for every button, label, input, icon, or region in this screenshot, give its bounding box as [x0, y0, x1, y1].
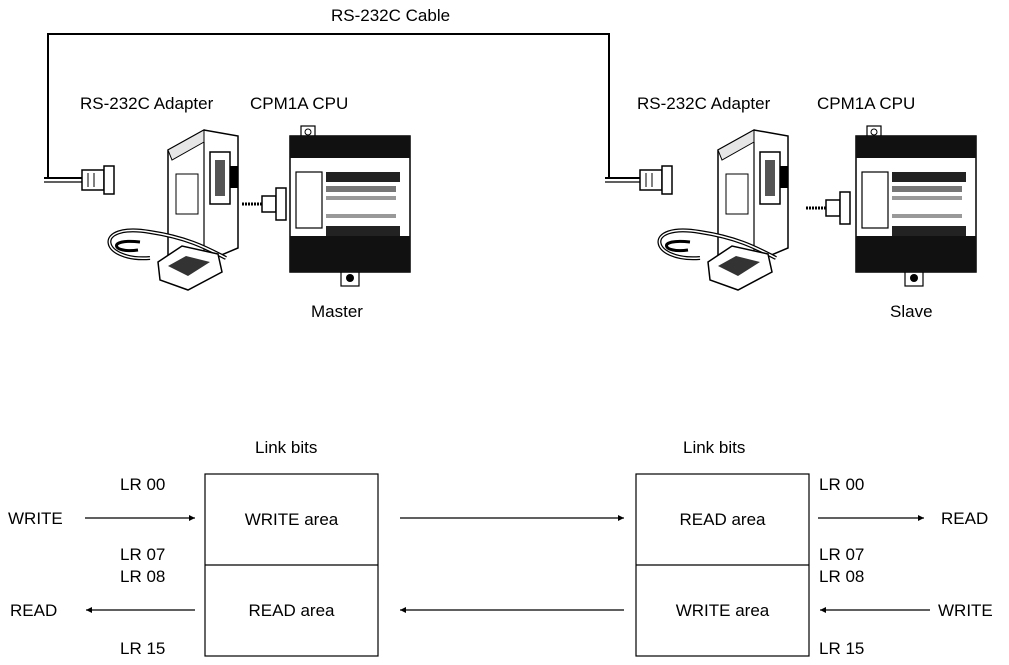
slave-cpm1a-cpu — [806, 125, 977, 287]
master-cable-plug — [81, 165, 115, 195]
master-link-bits-title: Link bits — [255, 438, 318, 457]
master-cpu-label: CPM1A CPU — [250, 94, 349, 113]
master-lr-08: LR 08 — [120, 567, 166, 586]
slave-write-in-label: WRITE — [938, 601, 993, 620]
master-link-bits-box — [204, 473, 379, 657]
slave-lr-15: LR 15 — [819, 639, 865, 658]
master-write-in-label: WRITE — [8, 509, 63, 528]
master-rs232c-adapter — [81, 129, 239, 291]
slave-adapter-label: RS-232C Adapter — [637, 94, 771, 113]
slave-write-area: WRITE area — [675, 601, 770, 620]
slave-lr-00: LR 00 — [819, 475, 865, 494]
slave-link-bits-box — [635, 473, 810, 657]
cable-label: RS-232C Cable — [331, 6, 451, 25]
master-lr-15: LR 15 — [120, 639, 166, 658]
master-write-area: WRITE area — [244, 510, 339, 529]
master-lr-07: LR 07 — [120, 545, 166, 564]
slave-link-bits-title: Link bits — [683, 438, 746, 457]
rs232c-cable — [44, 33, 640, 183]
slave-rs232c-adapter — [639, 129, 789, 291]
slave-cpu-label: CPM1A CPU — [817, 94, 916, 113]
slave-lr-08: LR 08 — [819, 567, 865, 586]
master-cpm1a-cpu — [242, 125, 411, 287]
slave-read-out-label: READ — [941, 509, 989, 528]
master-adapter-label: RS-232C Adapter — [80, 94, 214, 113]
master-read-area: READ area — [248, 601, 335, 620]
slave-cable-plug — [639, 165, 673, 195]
slave-read-area: READ area — [679, 510, 766, 529]
master-lr-00: LR 00 — [120, 475, 166, 494]
master-role-label: Master — [311, 302, 363, 321]
slave-lr-07: LR 07 — [819, 545, 865, 564]
slave-role-label: Slave — [890, 302, 933, 321]
master-read-out-label: READ — [10, 601, 58, 620]
